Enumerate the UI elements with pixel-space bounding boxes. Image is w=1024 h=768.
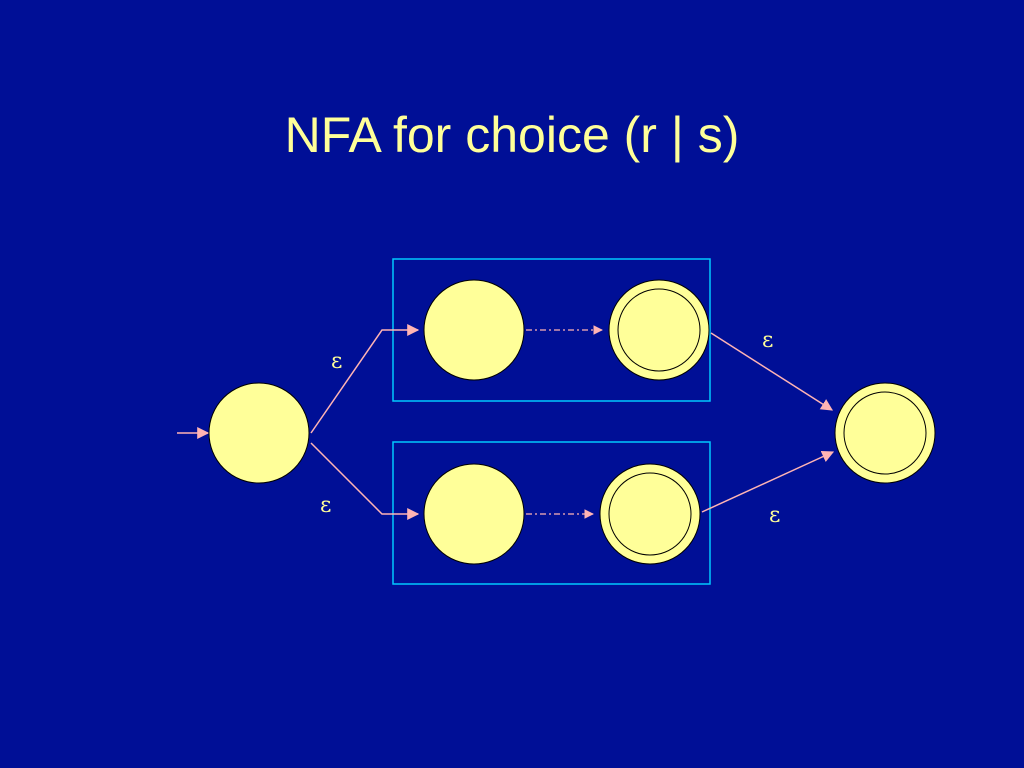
edge-r-to-final — [710, 332, 834, 411]
state-start — [208, 382, 310, 484]
edge-start-to-r — [310, 324, 420, 434]
label-s-to-final: ε — [769, 503, 780, 528]
state-r-accept-inner — [617, 288, 701, 372]
state-s-start — [423, 463, 525, 565]
edge-start-to-s — [310, 442, 420, 520]
label-start-to-s: ε — [320, 493, 331, 518]
edge-s-to-final — [701, 451, 835, 513]
state-s-accept-inner — [608, 472, 692, 556]
label-start-to-r: ε — [331, 349, 342, 374]
state-r-start — [423, 279, 525, 381]
label-r-to-final: ε — [762, 328, 773, 353]
slide-title: NFA for choice (r | s) — [284, 107, 740, 163]
state-final-inner — [843, 391, 927, 475]
s-subautomaton-box — [392, 441, 711, 585]
